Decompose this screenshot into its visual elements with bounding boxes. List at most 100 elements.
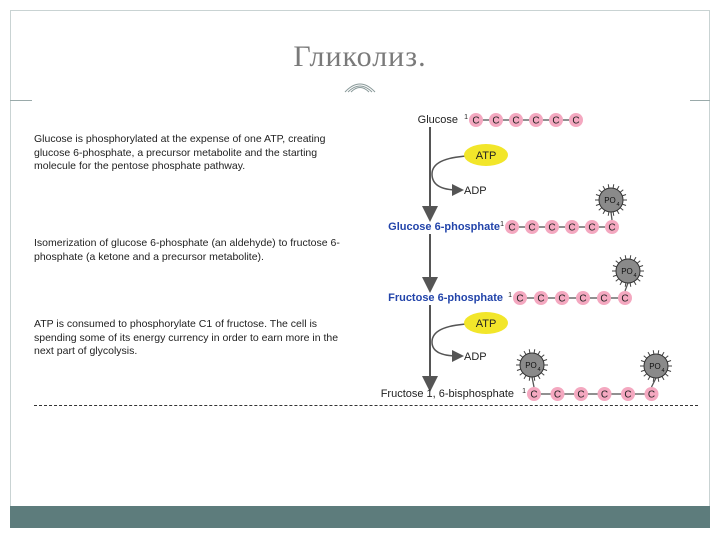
phosphate-fructose-1-ray (537, 375, 541, 380)
phosphate-fructose-6b-ray (667, 369, 672, 372)
fructose-6-phosphate-chain-carbon-1 (513, 291, 527, 305)
glucose-6-phosphate-chain-carbon-label-3: C (548, 223, 555, 234)
phosphate-fructose-6b-subscript: 4 (661, 368, 664, 374)
phosphate-fructose-1-ray (519, 372, 524, 376)
fructose-1-6-bisphosphate-chain-carbon-2 (550, 387, 565, 401)
adp-label-1: ADP (464, 185, 487, 197)
fructose-6-phosphate-chain-carbon-label-1: C (516, 294, 523, 305)
phosphate-glucose-6-ray (619, 207, 624, 211)
phosphate-fructose-1-ray (516, 368, 521, 371)
bottom-dashed-divider (34, 405, 698, 406)
fructose-1-6-bisphosphate-chain-carbon-6 (644, 387, 659, 401)
glucose-6-phosphate-chain-carbon-2 (525, 220, 539, 234)
phosphate-fructose-6b-ray (661, 376, 665, 381)
phosphate-fructose-1-ray (516, 359, 521, 362)
fructose-1-6-bisphosphate-chain-carbon-label-5: C (624, 390, 631, 401)
phosphate-fructose-6-ray (633, 256, 637, 261)
fructose-1-6-bisphosphate-chain-carbon-label-2: C (554, 390, 561, 401)
glucose-chain-carbon-label-5: C (552, 116, 559, 127)
fructose-6-phosphate-chain-carbon-label-2: C (537, 294, 544, 305)
glucose-chain-carbon-label-2: C (492, 116, 499, 127)
step-2-description: Isomerization of glucose 6-phosphate (an… (34, 237, 340, 263)
phosphate-glucose-6-ray (619, 189, 624, 193)
label-glucose-6-phosphate: Glucose 6-phosphate (388, 221, 500, 233)
glucose-6-phosphate-chain-carbon-label-2: C (528, 223, 535, 234)
phosphate-fructose-6-circle (615, 258, 641, 284)
fructose-6-phosphate-chain-carbon-number: 1 (508, 292, 512, 299)
phosphate-glucose-6-ray (602, 210, 606, 215)
phosphate-fructose-6b-ray (652, 377, 655, 382)
phosphate-fructose-6b-bond (650, 377, 657, 388)
fructose-6-phosphate-chain-carbon-label-4: C (579, 294, 586, 305)
phosphate-fructose-6-ray (612, 265, 617, 268)
fructose-1-6-bisphosphate-chain-carbon-3 (574, 387, 588, 401)
phosphate-fructose-6b-ray (661, 351, 665, 356)
fructose-6-phosphate-chain-carbon-label-5: C (600, 294, 607, 305)
glucose-chain-carbon-label-3: C (512, 116, 519, 127)
glucose-chain-carbon-6 (569, 113, 583, 127)
phosphate-fructose-1-circle (519, 352, 545, 378)
phosphate-fructose-1-ray (523, 375, 527, 380)
atp-badge-2 (464, 312, 508, 334)
title-ornament-icon (344, 83, 376, 93)
phosphate-glucose-6-ray (616, 210, 620, 215)
title-rule-left (10, 100, 32, 101)
glucose-chain-carbon-3 (509, 113, 523, 127)
phosphate-fructose-1-ray (543, 359, 548, 362)
adp-label-2: ADP (464, 351, 487, 363)
glucose-6-phosphate-chain-carbon-3 (545, 220, 559, 234)
phosphate-fructose-6-ray (624, 282, 627, 287)
phosphate-fructose-1-bond (531, 376, 535, 388)
phosphate-glucose-6-label: PO (604, 196, 616, 205)
phosphate-glucose-6-ray (612, 184, 615, 189)
phosphate-fructose-6-ray (619, 256, 623, 261)
glucose-chain-carbon-2 (489, 113, 503, 127)
fructose-6-phosphate-chain-carbon-5 (597, 291, 611, 305)
fructose-6-phosphate-chain-carbon-2 (534, 291, 548, 305)
phosphate-fructose-6b-ray (640, 369, 645, 372)
phosphate-fructose-6b-label: PO (649, 362, 661, 371)
fructose-1-6-bisphosphate-chain-carbon-label-4: C (601, 390, 608, 401)
glucose-chain-carbon-1 (469, 113, 483, 127)
phosphate-fructose-6-ray (615, 260, 620, 264)
slide-bottom-band (10, 506, 710, 528)
phosphate-fructose-6-ray (639, 265, 644, 268)
phosphate-fructose-1-subscript: 4 (537, 367, 540, 373)
phosphate-fructose-6-ray (612, 274, 617, 277)
fructose-1-6-bisphosphate-chain-carbon-label-1: C (530, 390, 537, 401)
label-fructose-6-phosphate: Fructose 6-phosphate (388, 292, 503, 304)
phosphate-fructose-6b-ray (657, 377, 660, 382)
slide-title: Гликолиз. (293, 40, 427, 73)
phosphate-fructose-6b-ray (643, 355, 648, 359)
fructose-6-phosphate-chain-carbon-label-3: C (558, 294, 565, 305)
fructose-1-6-bisphosphate-chain-carbon-4 (597, 387, 612, 401)
phosphate-fructose-1-ray (540, 354, 545, 358)
glucose-chain-carbon-label-4: C (532, 116, 539, 127)
phosphate-glucose-6-ray (595, 203, 600, 206)
atp-label-1: ATP (476, 150, 497, 162)
glucose-6-phosphate-chain-carbon-label-6: C (608, 223, 615, 234)
phosphate-fructose-6-ray (619, 281, 623, 286)
fructose-1-6-bisphosphate-chain-carbon-label-3: C (577, 390, 584, 401)
phosphate-fructose-6b-ray (652, 350, 655, 355)
phosphate-fructose-6b-ray (657, 350, 660, 355)
phosphate-glucose-6-ray (607, 211, 610, 216)
glucose-6-phosphate-chain-carbon-label-5: C (588, 223, 595, 234)
phosphate-glucose-6-ray (598, 189, 603, 193)
phosphate-fructose-6-ray (636, 278, 641, 282)
glucose-6-phosphate-chain-carbon-label-1: C (508, 223, 515, 234)
title-rule-right (690, 100, 710, 101)
phosphate-fructose-6b-circle (643, 353, 669, 379)
fructose-6-phosphate-chain-carbon-6 (618, 291, 632, 305)
atp-badge-1 (464, 144, 508, 166)
phosphate-fructose-6b-ray (664, 355, 669, 359)
phosphate-glucose-6-ray (616, 185, 620, 190)
phosphate-fructose-1-ray (528, 376, 531, 381)
glucose-chain-carbon-label-1: C (472, 116, 479, 127)
phosphate-glucose-6-ray (607, 184, 610, 189)
label-fructose-1-6-bisphosphate: Fructose 1, 6-bisphosphate (381, 388, 514, 400)
